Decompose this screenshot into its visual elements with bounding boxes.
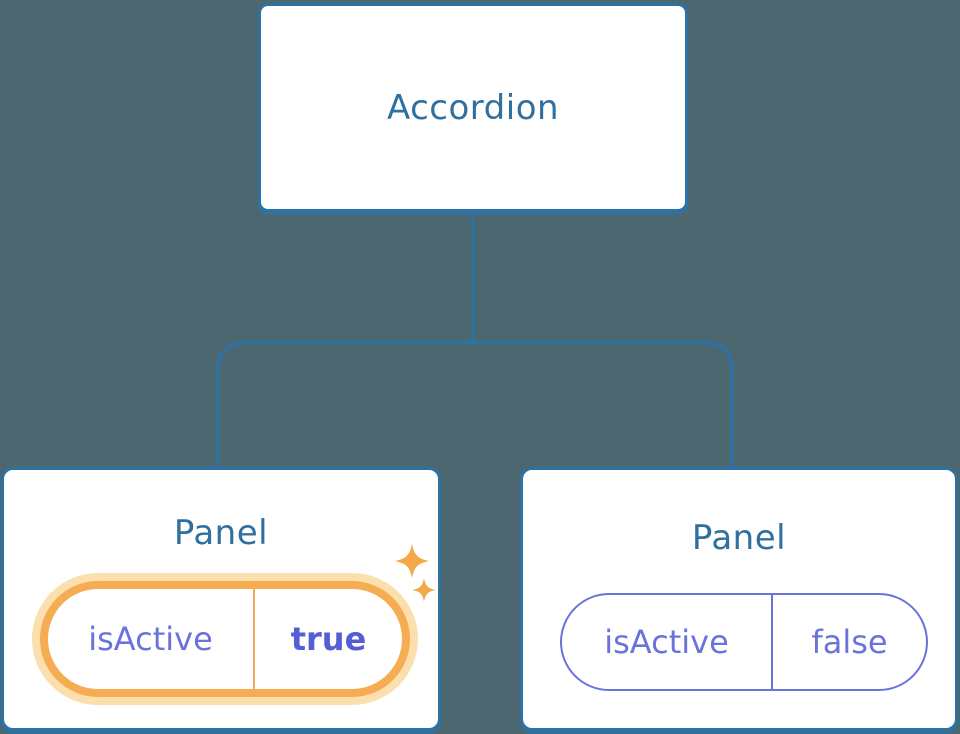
state-pill-key-cell: isActive: [48, 589, 255, 689]
panel-node-title: Panel: [691, 518, 787, 558]
panel-node-inactive: Panel isActive false: [520, 467, 958, 731]
state-pill-key-cell: isActive: [562, 595, 773, 689]
panel-node-title: Panel: [173, 513, 269, 553]
state-prop-value: true: [290, 620, 367, 658]
state-pill-inactive: isActive false: [560, 593, 928, 691]
state-pill-value-cell: true: [255, 589, 402, 689]
state-pill-glow: isActive true: [32, 573, 418, 705]
panel-node-active: Panel isActive true: [1, 467, 441, 731]
state-pill-value-cell: false: [773, 595, 926, 689]
state-prop-name: isActive: [604, 623, 729, 661]
accordion-node: Accordion: [258, 3, 688, 212]
state-prop-value: false: [811, 623, 888, 661]
sparkle-icon: [411, 577, 437, 603]
accordion-node-label: Accordion: [386, 87, 560, 128]
sparkle-icon: [393, 542, 431, 580]
connector-branch: [216, 341, 734, 467]
state-prop-name: isActive: [88, 620, 213, 658]
state-pill-active: isActive true: [40, 581, 410, 697]
